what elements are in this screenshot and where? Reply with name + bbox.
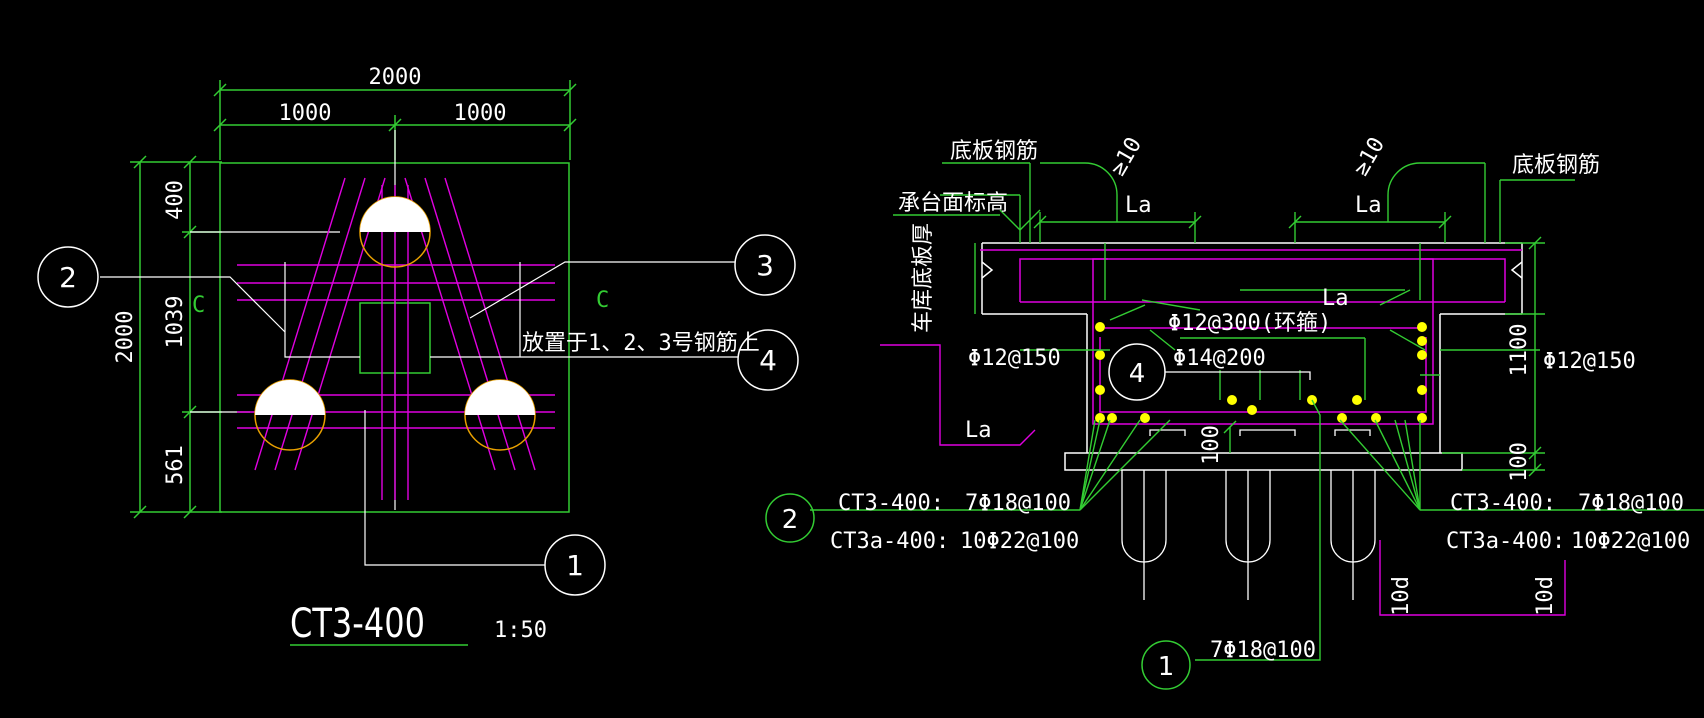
rebar-bottom-1: 7Φ18@100 (1210, 638, 1316, 663)
dim-hook-left: 10d (1389, 576, 1414, 616)
pile-heads (1149, 429, 1371, 436)
section-piles (1121, 470, 1376, 600)
rebar-bottom-right-1-val: 7Φ18@100 (1578, 491, 1684, 516)
svg-text:2: 2 (782, 505, 799, 535)
c-marker-right: C (596, 288, 609, 313)
dim-side-a: 400 (163, 180, 188, 220)
label-bend-left: ≥10 (1106, 133, 1148, 180)
rebar-leaders (810, 399, 1704, 661)
label-la-2: La (1355, 193, 1382, 218)
dim-side-c: 561 (163, 445, 188, 485)
callout-4-leader (1165, 371, 1311, 380)
side-dimension-lines (130, 155, 222, 519)
la-leaders (880, 344, 1566, 616)
svg-text:3: 3 (756, 249, 774, 282)
svg-text:1: 1 (1158, 652, 1175, 682)
label-la-3: La (1322, 286, 1349, 311)
dim-ticks (1033, 215, 1542, 477)
dim-cushion-mid: 100 (1199, 425, 1224, 465)
label-slab-thickness: 车库底板厚 (911, 223, 936, 333)
rebar-bottom-right-2-val: 10Φ22@100 (1571, 529, 1690, 554)
rebar-middle: Φ14@200 (1173, 346, 1266, 371)
callout-3-left: 3 (734, 234, 796, 296)
svg-text:2: 2 (59, 261, 77, 294)
placement-note: 放置于1、2、3号钢筋上 (522, 331, 760, 356)
dim-top-right: 1000 (454, 101, 507, 126)
plan-title: CT3-400 (290, 601, 425, 647)
piles (254, 196, 536, 451)
label-la-1: La (1125, 193, 1152, 218)
rebar-bottom-left-1-name: CT3-400: (838, 491, 944, 516)
dim-side-total: 2000 (113, 311, 138, 364)
callout-4-section: 4 (1108, 343, 1166, 401)
c-marker-left: C (192, 293, 205, 318)
callout-2-section: 2 (765, 493, 815, 543)
dim-side-b: 1039 (163, 296, 188, 349)
rebar-bottom-right-2-name: CT3a-400: (1446, 529, 1565, 554)
label-cap-top-elevation: 承台面标高 (898, 191, 1008, 216)
callout-2-left: 2 (37, 246, 99, 308)
rebar-right-side: Φ12@150 (1543, 349, 1636, 374)
callout-1-left: 1 (544, 534, 606, 596)
rebar-bottom-left-2-name: CT3a-400: (830, 529, 949, 554)
pile-left (254, 379, 326, 451)
rebar-bottom-right-1-name: CT3-400: (1450, 491, 1556, 516)
section-view: 4 2 1 底板钢筋 底板钢筋 承台面标高 车库底板厚 ≥10 ≥10 La L… (765, 133, 1704, 690)
dim-hook-right: 10d (1533, 576, 1558, 616)
dim-top-total: 2000 (369, 65, 422, 90)
leader-lines (100, 261, 738, 566)
callout-1-section: 1 (1141, 640, 1191, 690)
bar-dots (1095, 322, 1427, 423)
slab-rebars (980, 249, 1522, 303)
section-dimension-lines (893, 162, 1575, 471)
svg-text:4: 4 (759, 344, 777, 377)
pile-right (464, 379, 536, 451)
slab-outline (981, 242, 1523, 471)
dim-cushion-right: 100 (1507, 442, 1532, 482)
label-bottom-rebar-right: 底板钢筋 (1512, 153, 1600, 178)
callout-4-left: 4 (737, 329, 799, 391)
plan-scale: 1:50 (494, 618, 547, 643)
label-la-4: La (965, 418, 992, 443)
plan-view-ct3-400: 2000 1000 1000 2000 400 1039 561 C (37, 65, 799, 647)
rebar-bottom-left-2-val: 10Φ22@100 (960, 529, 1079, 554)
label-bottom-rebar-left: 底板钢筋 (950, 139, 1038, 164)
dim-height-1100: 1100 (1507, 324, 1532, 377)
rebar-hoop: Φ12@300(环箍) (1168, 311, 1331, 336)
pile-top (359, 196, 431, 268)
svg-text:1: 1 (566, 549, 584, 582)
rebar-left-side: Φ12@150 (968, 346, 1061, 371)
rebar-bottom-left-1-val: 7Φ18@100 (965, 491, 1071, 516)
svg-text:4: 4 (1129, 359, 1146, 389)
dim-top-left: 1000 (279, 101, 332, 126)
label-bend-right: ≥10 (1349, 133, 1391, 180)
